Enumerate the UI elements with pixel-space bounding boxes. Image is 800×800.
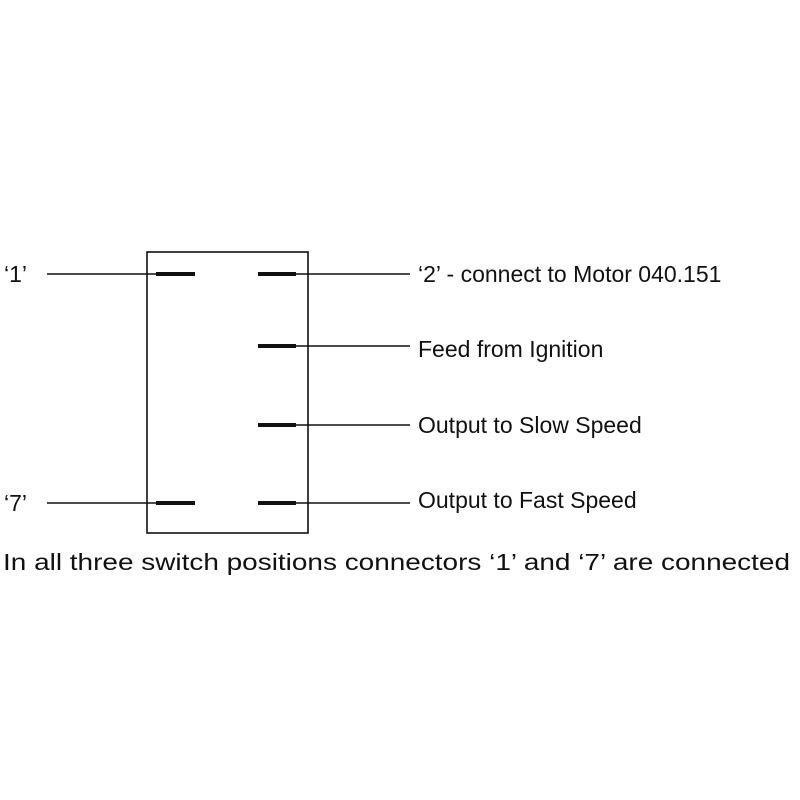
label-pin7: ‘7’ — [4, 490, 27, 516]
label-pin2: ‘2’ - connect to Motor 040.151 — [418, 261, 721, 287]
switch-body — [146, 251, 309, 534]
label-feed: Feed from Ignition — [418, 336, 603, 362]
caption: In all three switch positions connectors… — [3, 549, 790, 575]
label-slow: Output to Slow Speed — [418, 412, 642, 438]
label-fast: Output to Fast Speed — [418, 487, 637, 513]
label-pin1: ‘1’ — [4, 261, 27, 287]
